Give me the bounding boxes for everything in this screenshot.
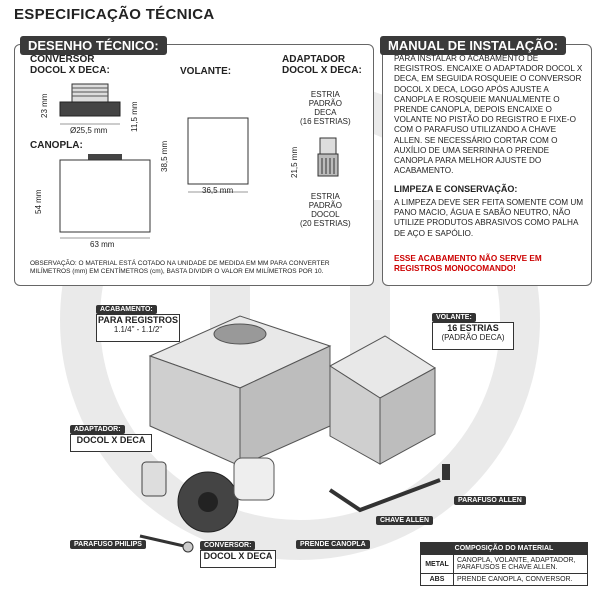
canopla-label: CANOPLA: [30,140,83,151]
installation-manual-header: MANUAL DE INSTALAÇÃO: [380,36,566,55]
volante-callout: VOLANTE: 16 ESTRIAS (PADRÃO DECA) [432,313,514,350]
composition-header: COMPOSIÇÃO DO MATERIAL [420,542,588,555]
adaptador-drawing [317,137,339,177]
acabamento-tag: ACABAMENTO: [96,305,157,314]
adaptador-height-dim: 21,5 mm [290,146,299,178]
material-desc: PRENDE CANOPLA, CONVERSOR. [453,573,588,586]
canopla-drawing [59,154,151,239]
monocomando-warning: ESSE ACABAMENTO NÃO SERVE EM REGISTROS M… [394,254,542,274]
volante-value: 16 ESTRIAS [447,323,499,333]
conversor-label: CONVERSOR DOCOL X DECA: [30,54,110,76]
cleaning-title: LIMPEZA E CONSERVAÇÃO: [394,184,518,194]
adaptador-tag: ADAPTADOR: [70,425,125,434]
material-composition-table: COMPOSIÇÃO DO MATERIAL METAL CANOPLA, VO… [420,542,588,586]
product-illustration [148,315,436,467]
material-name: ABS [420,573,454,586]
conversor-callout: CONVERSOR: DOCOL X DECA [200,541,276,568]
adaptador-value: DOCOL X DECA [76,435,146,445]
acabamento-callout: ACABAMENTO: PARA REGISTROS 1.1/4" - 1.1/… [96,305,180,342]
installation-instructions: Para instalar o acabamento de registros.… [394,54,583,176]
acabamento-sub: 1.1/4" - 1.1/2" [113,325,163,334]
volante-width-dim: 36,5 mm [202,186,234,195]
conversor-height-dim: 23 mm [40,93,49,118]
estria-docol-label: ESTRIA PADRÃO DOCOL (20 ESTRIAS) [300,192,351,228]
conversor-diameter-dim: Ø25,5 mm [70,126,108,135]
canopla-height-dim: 54 mm [34,189,43,214]
acabamento-value: PARA REGISTROS [97,315,178,325]
prende-canopla-label: PRENDE CANOPLA [296,540,370,549]
table-row: ABS PRENDE CANOPLA, CONVERSOR. [420,573,588,586]
volante-label: VOLANTE: [180,66,232,77]
conversor-drawing [59,83,121,125]
volante-drawing [187,117,249,193]
parafuso-allen-label: PARAFUSO ALLEN [454,496,526,505]
measurement-note: OBSERVAÇÃO: O MATERIAL ESTÁ COTADO NA UN… [30,260,330,275]
page-title: ESPECIFICAÇÃO TÉCNICA [14,6,215,23]
adaptador-label: ADAPTADOR DOCOL X DECA: [282,54,362,76]
table-row: METAL CANOPLA, VOLANTE, ADAPTADOR, PARAF… [420,554,588,574]
volante-sub: (PADRÃO DECA) [441,333,505,342]
conversor-tag: CONVERSOR: [200,541,256,550]
volante-tag: VOLANTE: [432,313,476,322]
material-desc: CANOPLA, VOLANTE, ADAPTADOR, PARAFUSOS E… [453,554,588,574]
technical-drawing-header: DESENHO TÉCNICO: [20,36,167,55]
cleaning-instructions: A limpeza deve ser feita somente com um … [394,198,584,238]
adaptador-callout: ADAPTADOR: DOCOL X DECA [70,425,152,452]
installation-manual-panel [382,44,592,286]
conversor-thread-dim: 11,5 mm [130,101,139,132]
conversor-value: DOCOL X DECA [203,551,273,561]
material-name: METAL [420,554,454,574]
chave-allen-label: CHAVE ALLEN [376,516,433,525]
small-parts [139,457,450,553]
volante-height-dim: 38,5 mm [160,140,169,172]
estria-deca-label: ESTRIA PADRÃO DECA (16 ESTRIAS) [300,90,351,126]
parafuso-philips-label: PARAFUSO PHILIPS [70,540,146,549]
canopla-width-dim: 63 mm [90,240,115,249]
